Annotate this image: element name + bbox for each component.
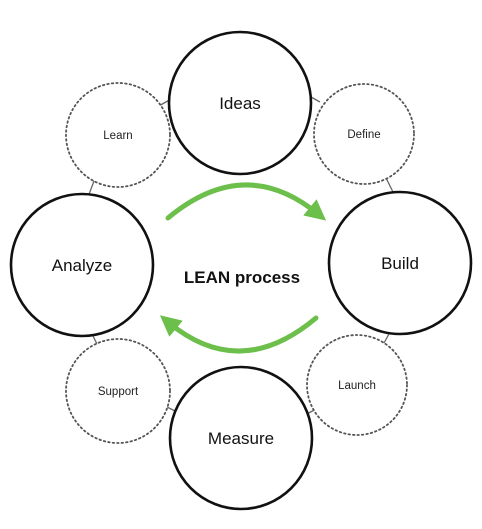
node-measure-circle [168,365,314,511]
node-ideas-label: Ideas [219,94,261,113]
node-ideas-circle [167,30,313,176]
node-analyze[interactable]: Analyze [9,192,155,338]
center-label: LEAN process [184,268,300,287]
arrow-forward [165,182,327,221]
node-build[interactable]: Build [327,190,473,336]
node-define-circle [313,83,415,185]
node-define-label: Define [347,129,380,141]
node-analyze-circle [9,192,155,338]
node-build-circle [327,190,473,336]
node-support-circle [65,338,171,444]
node-measure-label: Measure [208,429,274,448]
node-build-label: Build [381,254,419,273]
node-launch[interactable]: Launch [306,334,408,436]
node-support-label: Support [98,386,139,398]
node-launch-label: Launch [338,380,376,392]
node-measure[interactable]: Measure [168,365,314,511]
node-launch-circle [306,334,408,436]
node-define[interactable]: Define [313,83,415,185]
node-learn-circle [65,82,171,188]
node-learn[interactable]: Learn [65,82,171,188]
node-support[interactable]: Support [65,338,171,444]
node-learn-label: Learn [103,130,132,142]
arrow-backward [159,315,319,354]
node-analyze-label: Analyze [52,256,112,275]
node-ideas[interactable]: Ideas [167,30,313,176]
